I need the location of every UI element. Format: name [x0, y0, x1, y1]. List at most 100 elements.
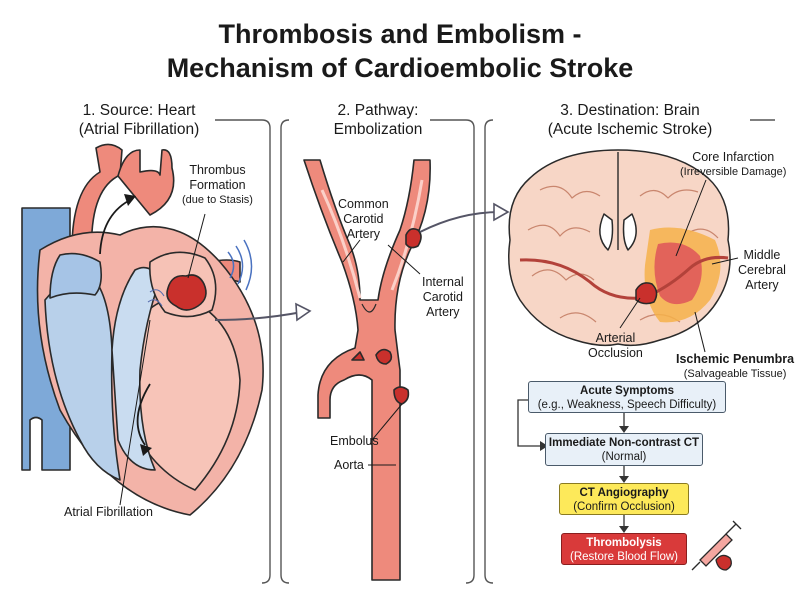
aortic-branches — [117, 149, 175, 216]
flow-box-acute-symptoms-title: Acute Symptoms — [580, 385, 674, 397]
label-thrombus-line2: Formation — [189, 178, 246, 192]
column-pathway-line2: Embolization — [333, 121, 423, 138]
flow-arrowhead-side — [540, 441, 548, 451]
syringe-icon — [691, 520, 742, 571]
flow-arrowheads — [540, 426, 629, 533]
flow-box-thrombolysis: Thrombolysis (Restore Blood Flow) — [561, 533, 687, 565]
carotid-aorta-illustration — [303, 159, 431, 581]
flow-box-ct-angiography-sub: (Confirm Occlusion) — [573, 501, 675, 513]
embolization-arrow-1 — [214, 311, 303, 321]
flow-box-noncontrast-ct-sub: (Normal) — [601, 451, 647, 463]
label-thrombus-formation: Thrombus Formation (due to Stasis) — [182, 163, 253, 208]
column-heart-line1: 1. Source: Heart — [82, 102, 196, 119]
fib-wave-1 — [227, 251, 235, 279]
leader-mca — [711, 257, 739, 265]
label-arterial-occlusion: Arterial Occlusion — [588, 331, 643, 361]
fib-wave-3 — [243, 239, 253, 291]
label-atrial-fibrillation: Atrial Fibrillation — [64, 505, 153, 519]
label-mca-line3: Artery — [745, 278, 779, 292]
label-thrombus-line1: Thrombus — [189, 163, 246, 177]
leader-embolus — [371, 403, 403, 441]
embolus-mid — [375, 348, 393, 365]
label-common-carotid-line2: Carotid — [343, 212, 384, 226]
embolization-arrow-1-head — [295, 302, 312, 322]
column-header-brain: 3. Destination: Brain (Acute Ischemic St… — [535, 101, 725, 139]
embolus-fragment — [351, 351, 365, 361]
leader-common-carotid — [342, 239, 361, 263]
flow-box-ct-angiography: CT Angiography (Confirm Occlusion) — [559, 483, 689, 515]
stasis-swirl-2 — [147, 299, 163, 307]
gyrus-4 — [559, 312, 597, 323]
carotid-bifurcation — [361, 303, 377, 313]
arterial-occlusion-clot — [635, 282, 658, 305]
aorta-arch — [71, 143, 123, 261]
leader-occlusion — [619, 297, 641, 329]
core-infarction — [654, 242, 702, 305]
divider-bracket-4 — [484, 119, 494, 584]
middle-cerebral-artery — [647, 256, 729, 298]
label-internal-carotid-line3: Artery — [426, 305, 460, 319]
label-core-line2: (Irreversible Damage) — [680, 166, 787, 178]
column-heart-line2: (Atrial Fibrillation) — [78, 121, 200, 138]
artery-tree — [303, 159, 431, 581]
flow-box-acute-symptoms-sub: (e.g., Weakness, Speech Difficulty) — [537, 399, 717, 411]
syringe-needle — [691, 561, 701, 571]
label-thrombus-line3: (due to Stasis) — [182, 194, 253, 206]
label-mca-line2: Cerebral — [738, 263, 786, 277]
stasis-swirl-1 — [149, 289, 165, 297]
label-common-carotid-line1: Common — [338, 197, 389, 211]
divider-bracket-1 — [215, 119, 271, 584]
embolus-upper — [405, 228, 422, 249]
flow-arrowhead-1 — [619, 426, 629, 433]
right-atrium — [49, 252, 102, 299]
label-internal-carotid-line2: Carotid — [422, 290, 463, 304]
gyrus-6 — [689, 228, 719, 239]
syringe-barrel — [699, 533, 733, 567]
brain-illustration — [508, 149, 739, 353]
fib-wave-2 — [235, 245, 244, 285]
label-aorta: Aorta — [334, 458, 364, 472]
label-embolus: Embolus — [330, 434, 379, 448]
diagram-title-line2: Mechanism of Cardioembolic Stroke — [166, 53, 634, 83]
syringe-handle — [732, 520, 742, 530]
leader-core — [675, 179, 707, 257]
label-core-infarction: Core Infarction (Irreversible Damage) — [680, 150, 786, 180]
flow-arrowhead-3 — [619, 526, 629, 533]
embolization-arrow-2-head — [493, 202, 510, 222]
flow-box-ct-angiography-title: CT Angiography — [579, 487, 669, 499]
column-header-heart: 1. Source: Heart (Atrial Fibrillation) — [44, 101, 234, 139]
thrombus-clot — [166, 274, 207, 311]
ventricle-right — [622, 213, 637, 251]
label-penumbra-line2: (Salvageable Tissue) — [683, 368, 787, 380]
label-core-line1: Core Infarction — [692, 150, 775, 164]
label-mca-line1: Middle — [743, 248, 781, 262]
label-penumbra-line1: Ischemic Penumbra — [676, 352, 795, 366]
artery-highlight-1 — [320, 189, 362, 299]
column-brain-line1: 3. Destination: Brain — [560, 102, 700, 119]
label-common-carotid-line3: Artery — [346, 227, 381, 241]
divider-bracket-3 — [430, 119, 475, 584]
flow-box-noncontrast-ct: Immediate Non-contrast CT (Normal) — [545, 433, 703, 466]
label-common-carotid: Common Carotid Artery — [338, 197, 389, 242]
septum — [111, 266, 161, 471]
leader-afib — [119, 319, 151, 506]
flow-box-thrombolysis-title: Thrombolysis — [586, 537, 662, 549]
label-ischemic-penumbra: Ischemic Penumbra (Salvageable Tissue) — [676, 352, 794, 382]
embolus-lower — [393, 386, 410, 405]
arrow-head-1 — [124, 194, 136, 206]
heart-illustration — [21, 143, 264, 516]
leader-thrombus — [187, 213, 206, 279]
label-internal-carotid-line1: Internal — [422, 275, 464, 289]
leader-penumbra — [694, 311, 706, 353]
ventricle-left — [599, 213, 614, 251]
flow-box-acute-symptoms: Acute Symptoms (e.g., Weakness, Speech D… — [528, 381, 726, 413]
syringe-plunger — [725, 523, 737, 535]
label-occlusion-line2: Occlusion — [588, 346, 643, 360]
gyrus-5 — [639, 189, 699, 199]
gyrus-3 — [531, 269, 595, 281]
embolization-arrow-2 — [419, 211, 501, 233]
column-brain-line2: (Acute Ischemic Stroke) — [547, 121, 713, 138]
leader-internal-carotid — [387, 244, 421, 275]
column-dividers — [215, 119, 775, 584]
